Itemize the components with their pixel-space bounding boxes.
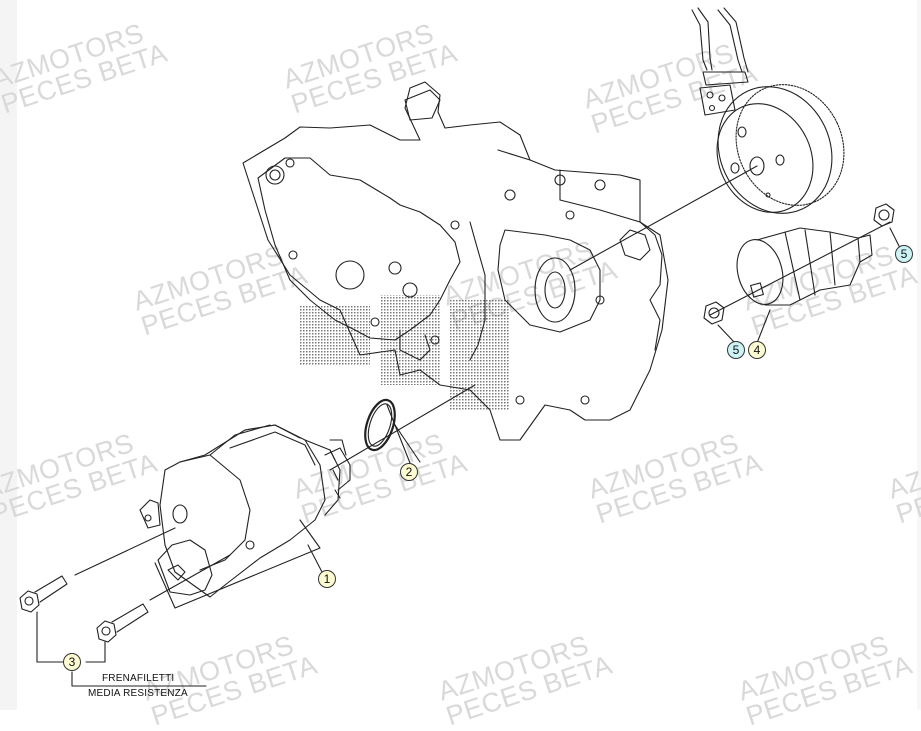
callout-4[interactable]: 4 [748, 341, 766, 359]
callout-2[interactable]: 2 [400, 463, 418, 481]
leader-line [71, 671, 207, 687]
left-margin-strip [0, 0, 17, 710]
assembly-axis-line [74, 527, 176, 576]
callout-number: 2 [405, 465, 413, 479]
assembly-axis-line [329, 384, 476, 471]
leader-line [386, 404, 411, 464]
nut-icon[interactable] [873, 203, 895, 227]
threadlock-note-line1: FRENAFILETTI [102, 673, 175, 684]
assembly-axis-line [149, 554, 231, 601]
assembly-axis-line [569, 165, 758, 271]
leader-line [889, 227, 901, 249]
flywheel-icon[interactable] [691, 7, 863, 232]
idler-axis-line [709, 221, 891, 316]
bolt-icon[interactable] [96, 603, 149, 643]
leader-line [36, 611, 65, 663]
bracket-line [154, 519, 321, 609]
idler-gear-icon[interactable] [730, 227, 873, 310]
callout-number: 4 [753, 343, 761, 357]
callout-number: 1 [323, 572, 331, 586]
leader-line [307, 544, 323, 573]
callout-5-right[interactable]: 5 [895, 245, 913, 263]
engine-crankcase-icon[interactable] [242, 81, 669, 441]
leader-line [717, 324, 736, 344]
bolt-icon[interactable] [19, 575, 68, 613]
callout-1[interactable]: 1 [318, 570, 336, 588]
callout-number: 5 [900, 247, 908, 261]
leader-line [394, 424, 421, 463]
starter-motor-icon[interactable] [139, 424, 351, 598]
leader-line [756, 309, 771, 344]
callout-3[interactable]: 3 [63, 653, 81, 671]
o-ring-icon[interactable] [360, 396, 401, 453]
callout-5-left[interactable]: 5 [727, 341, 745, 359]
callout-number: 3 [68, 655, 76, 669]
callout-number: 5 [732, 343, 740, 357]
nut-icon[interactable] [703, 301, 725, 325]
right-margin-strip [917, 0, 921, 710]
leader-line [85, 641, 106, 663]
threadlock-note-line2: MEDIA RESISTENZA [88, 688, 188, 699]
